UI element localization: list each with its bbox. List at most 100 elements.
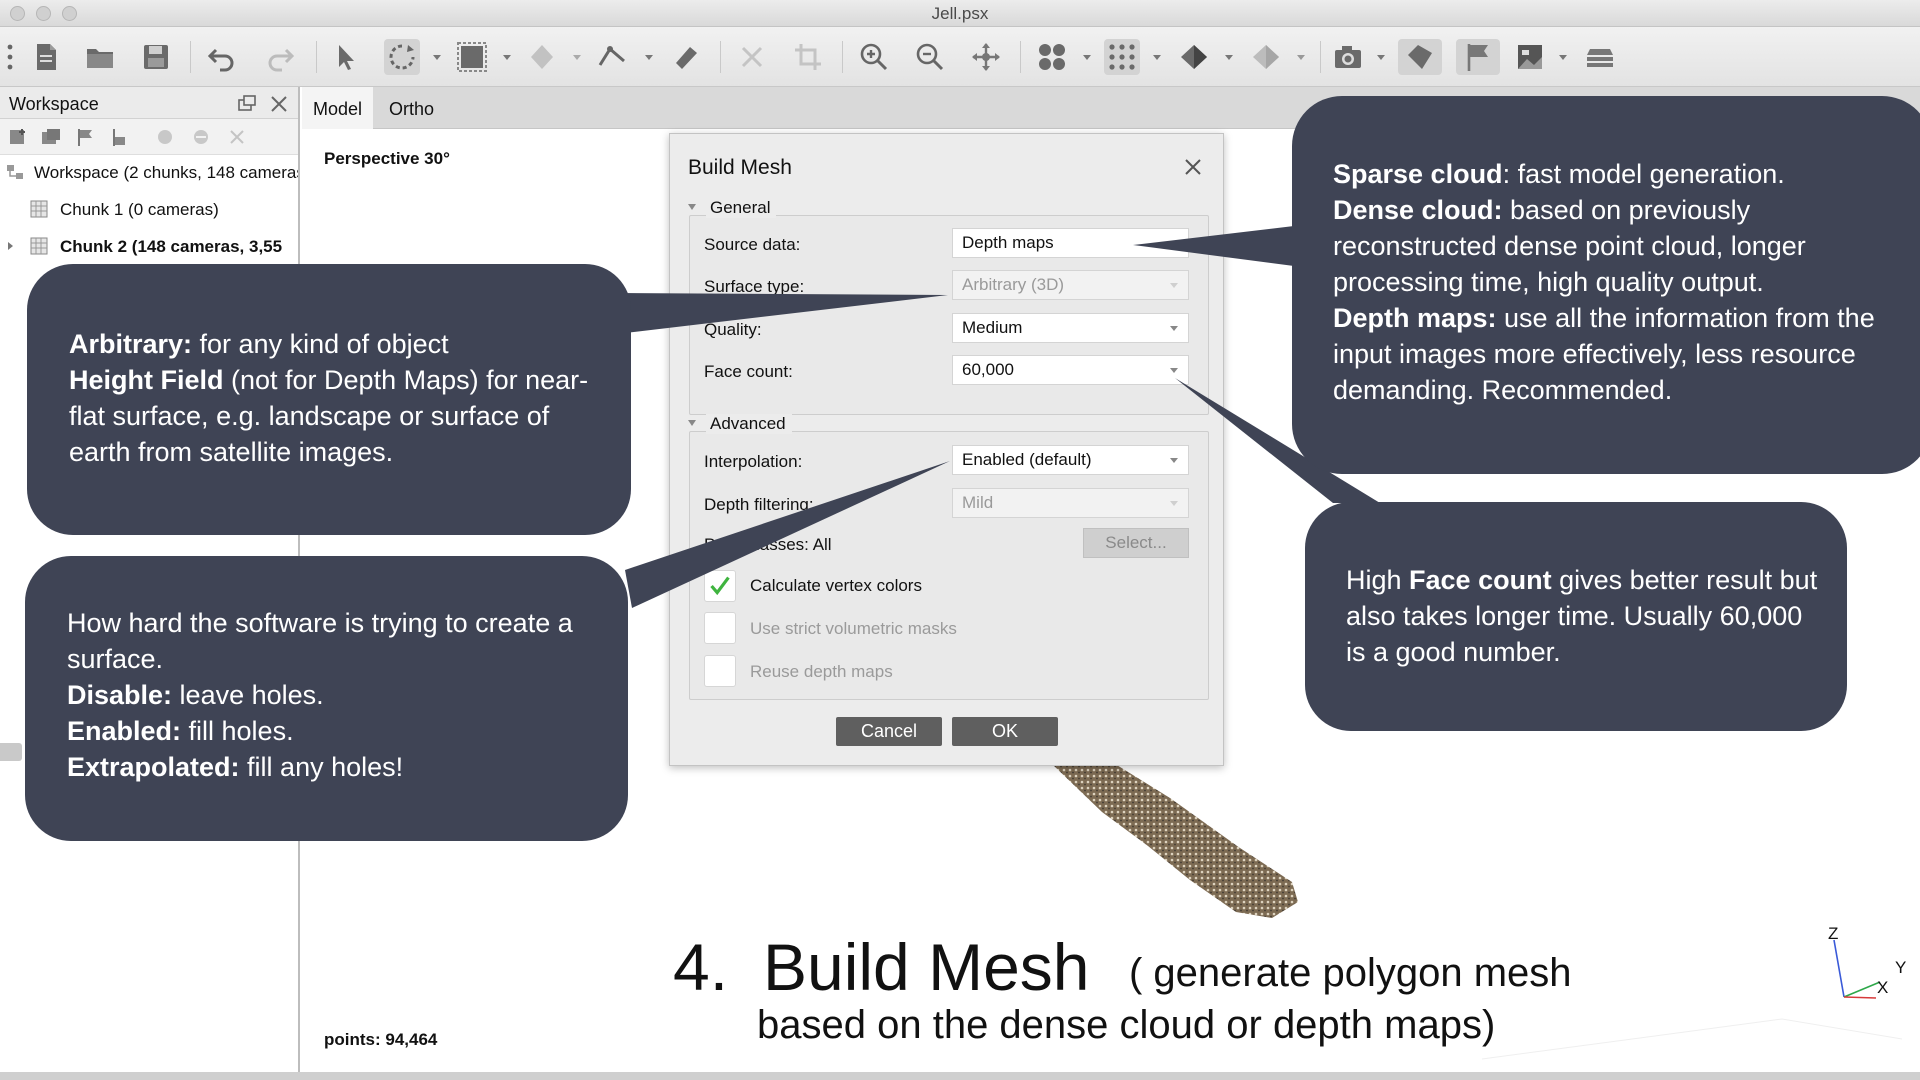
- general-heading[interactable]: General: [688, 198, 777, 218]
- quality-label: Quality:: [704, 320, 762, 339]
- dropdown-arrow-icon[interactable]: [502, 54, 512, 62]
- show-model-icon[interactable]: [1176, 39, 1212, 75]
- select-classes-button[interactable]: Select...: [1083, 528, 1189, 558]
- point-classes-caption: Point classes:: [704, 535, 809, 554]
- caption-subtitle-line2: based on the dense cloud or depth maps): [757, 1003, 1496, 1047]
- dropdown-arrow-icon[interactable]: [1224, 54, 1234, 62]
- save-icon[interactable]: [138, 39, 174, 75]
- axes-gizmo: Z Y X: [1820, 920, 1906, 1000]
- interpolation-value: Enabled (default): [962, 450, 1092, 469]
- axis-x-label: X: [1877, 978, 1889, 997]
- add-photos-icon[interactable]: [40, 127, 62, 147]
- strict-volumetric-masks-checkbox[interactable]: [704, 612, 736, 644]
- face-count-value: 60,000: [962, 360, 1014, 379]
- dropdown-arrow-icon[interactable]: [432, 54, 442, 62]
- dropdown-arrow-icon[interactable]: [572, 54, 582, 62]
- general-heading-label: General: [710, 198, 771, 217]
- draw-polyline-icon[interactable]: [594, 39, 630, 75]
- show-orthomosaic-icon[interactable]: [1512, 39, 1548, 75]
- face-count-term: Face count: [1409, 565, 1552, 595]
- chunk-icon: [30, 237, 48, 255]
- open-folder-icon[interactable]: [82, 39, 118, 75]
- toolbar-separator: [316, 41, 317, 73]
- extrapolated-term: Extrapolated:: [67, 752, 240, 782]
- expand-arrow-icon[interactable]: [6, 237, 16, 255]
- add-chunk-icon[interactable]: [8, 127, 30, 147]
- zoom-window-button[interactable]: [62, 6, 77, 21]
- minimize-window-button[interactable]: [36, 6, 51, 21]
- reuse-depth-maps-checkbox[interactable]: [704, 655, 736, 687]
- rectangle-selection-icon[interactable]: [454, 39, 490, 75]
- close-icon[interactable]: [1182, 156, 1204, 178]
- dense-cloud-text: based on previously reconstructed dense …: [1333, 195, 1806, 297]
- point-classes-value: All: [812, 535, 832, 554]
- show-shapes-icon[interactable]: [1398, 39, 1442, 75]
- depth-filtering-combo[interactable]: Mild: [952, 488, 1189, 518]
- rotate-tool-icon[interactable]: [384, 39, 420, 75]
- show-tiled-model-icon[interactable]: [1248, 39, 1284, 75]
- workspace-panel-header: Workspace: [0, 87, 298, 119]
- tab-model[interactable]: Model: [302, 87, 374, 129]
- enable-item-icon[interactable]: [154, 127, 176, 147]
- collapse-triangle-icon[interactable]: [687, 203, 697, 211]
- new-document-icon[interactable]: [28, 39, 64, 75]
- chunk-item[interactable]: Chunk 2 (148 cameras, 3,55: [0, 233, 298, 261]
- add-scalebar-icon[interactable]: [108, 127, 130, 147]
- chunk-label: Chunk 2 (148 cameras, 3,55: [60, 237, 283, 256]
- pan-move-icon[interactable]: [968, 39, 1004, 75]
- point-cloud-mesh: [1052, 762, 1298, 918]
- disable-item-icon[interactable]: [190, 127, 212, 147]
- arbitrary-text: for any kind of object: [192, 329, 449, 359]
- pointer-icon[interactable]: [328, 39, 364, 75]
- disable-text: leave holes.: [172, 680, 324, 710]
- show-points-icon[interactable]: [1104, 39, 1140, 75]
- crop-icon[interactable]: [790, 39, 826, 75]
- remove-item-icon[interactable]: [226, 127, 248, 147]
- undo-icon[interactable]: [204, 39, 240, 75]
- add-marker-icon[interactable]: [74, 127, 96, 147]
- zoom-in-icon[interactable]: [856, 39, 892, 75]
- quality-combo[interactable]: Medium: [952, 313, 1189, 343]
- dropdown-arrow-icon[interactable]: [1152, 54, 1162, 62]
- height-field-term: Height Field: [69, 365, 224, 395]
- ruler-icon[interactable]: [668, 39, 704, 75]
- calculate-vertex-colors-checkbox[interactable]: [704, 570, 736, 602]
- source-data-combo[interactable]: Depth maps: [952, 228, 1189, 258]
- tab-ortho[interactable]: Ortho: [389, 99, 435, 119]
- cancel-button[interactable]: Cancel: [836, 717, 942, 746]
- chevron-down-icon: [1170, 326, 1178, 331]
- zoom-out-icon[interactable]: [912, 39, 948, 75]
- dropdown-arrow-icon[interactable]: [1558, 54, 1568, 62]
- advanced-heading[interactable]: Advanced: [688, 414, 792, 434]
- interpolation-combo[interactable]: Enabled (default): [952, 445, 1189, 475]
- dropdown-arrow-icon[interactable]: [644, 54, 654, 62]
- delete-selection-icon[interactable]: [734, 39, 770, 75]
- face-count-combo[interactable]: 60,000: [952, 355, 1189, 385]
- move-object-icon[interactable]: [524, 39, 560, 75]
- axis-y-label: Y: [1895, 958, 1907, 977]
- surface-type-combo[interactable]: Arbitrary (3D): [952, 270, 1189, 300]
- dropdown-arrow-icon[interactable]: [1082, 54, 1092, 62]
- capture-view-icon[interactable]: [1330, 39, 1366, 75]
- workspace-root-item[interactable]: Workspace (2 chunks, 148 cameras): [0, 159, 298, 187]
- ok-button[interactable]: OK: [952, 717, 1058, 746]
- toolbar-separator: [842, 41, 843, 73]
- dropdown-arrow-icon[interactable]: [1296, 54, 1306, 62]
- toolbar-grip-icon[interactable]: [0, 39, 20, 75]
- show-markers-icon[interactable]: [1456, 39, 1500, 75]
- close-window-button[interactable]: [10, 6, 25, 21]
- strict-volumetric-masks-label: Use strict volumetric masks: [750, 619, 957, 638]
- show-cameras-icon[interactable]: [1034, 39, 1070, 75]
- arbitrary-term: Arbitrary:: [69, 329, 193, 359]
- projection-label: Perspective 30°: [324, 149, 450, 168]
- undock-panel-icon[interactable]: [236, 93, 258, 115]
- chunk-item[interactable]: Chunk 1 (0 cameras): [0, 196, 298, 224]
- collapse-triangle-icon[interactable]: [687, 419, 697, 427]
- show-dem-icon[interactable]: [1582, 39, 1618, 75]
- panel-collapse-handle[interactable]: [0, 743, 22, 761]
- dropdown-arrow-icon[interactable]: [1376, 54, 1386, 62]
- redo-icon[interactable]: [262, 39, 298, 75]
- close-panel-icon[interactable]: [268, 93, 290, 115]
- height-field-text: (not for Depth Maps) for near-flat surfa…: [69, 365, 589, 467]
- enabled-text: fill holes.: [181, 716, 294, 746]
